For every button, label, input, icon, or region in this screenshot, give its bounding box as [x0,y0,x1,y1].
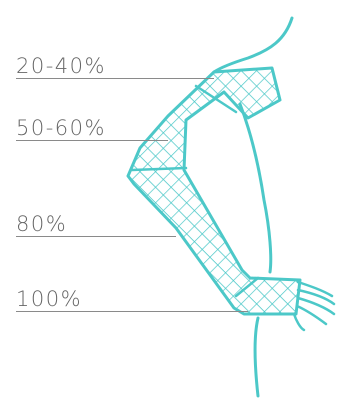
level-rule-80 [16,236,176,237]
level-rule-50-60 [16,140,168,141]
level-label-100: 100% [16,289,82,310]
level-label-50-60: 50-60% [16,118,106,139]
level-label-80: 80% [16,214,67,235]
level-label-20-40: 20-40% [16,56,106,77]
level-rule-20-40 [16,78,214,79]
level-rule-100 [16,311,248,312]
